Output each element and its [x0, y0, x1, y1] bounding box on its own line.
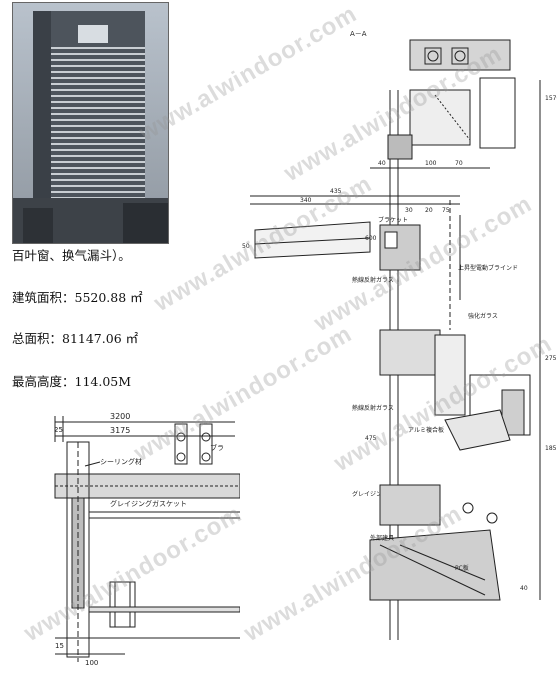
dim-340: 340 — [300, 197, 312, 204]
section-detail-drawing: A－A 40 100 70 435 340 30 20 75 50 ブラケット … — [230, 0, 557, 673]
plan-dim-3200: 3200 — [110, 412, 130, 421]
dim-475: 475 — [365, 435, 377, 442]
building-area: 建筑面积：5520.88 ㎡ — [12, 290, 143, 305]
dim-600: 600 — [365, 235, 377, 242]
label-outer-sash: 外部建具 — [370, 534, 394, 542]
dim-185: 185 — [545, 445, 557, 452]
plan-label-right: ブラ — [210, 443, 224, 452]
plan-label-sealing: シーリング材 — [100, 457, 142, 466]
dim-100: 100 — [425, 160, 437, 167]
dim-40b: 40 — [520, 585, 528, 592]
label-heat-glass: 熱線反射ガラス — [352, 276, 394, 284]
dim-1570: 1570 — [545, 95, 557, 102]
plan-dim-100: 100 — [85, 659, 98, 667]
plan-detail-drawing: 3200 3175 25 シーリング材 グレイジングガスケット ブラ 15 — [15, 402, 241, 670]
dim-20: 20 — [425, 207, 433, 214]
dim-40: 40 — [378, 160, 386, 167]
dim-50: 50 — [242, 243, 250, 250]
section-mark: A－A — [350, 30, 367, 38]
dim-435: 435 — [330, 188, 342, 195]
label-shutter-glass: 強化ガラス — [468, 312, 498, 320]
label-alu-plate: アルミ複合板 — [408, 426, 444, 434]
max-height: 最高高度：114.05M — [12, 374, 132, 389]
plan-dim-3175: 3175 — [110, 426, 130, 435]
label-bracket: ブラケット — [378, 216, 408, 224]
dim-70: 70 — [455, 160, 463, 167]
label-pc-plate: PC板 — [455, 564, 469, 572]
total-area: 总面积：81147.06 ㎡ — [12, 331, 139, 346]
dim-30: 30 — [405, 207, 413, 214]
line-1: 百叶窗、换气漏斗）。 — [12, 248, 131, 263]
dim-75: 75 — [442, 207, 450, 214]
label-blind: 上昇型電動ブラインド — [458, 264, 518, 272]
plan-label-gasket: グレイジングガスケット — [110, 499, 187, 508]
dim-275: 275 — [545, 355, 557, 362]
building-photo — [12, 2, 169, 244]
plan-dim-15: 15 — [55, 642, 64, 650]
plan-dim-25: 25 — [54, 426, 63, 434]
label-heat-glass-2: 熱線反射ガラス — [352, 404, 394, 412]
